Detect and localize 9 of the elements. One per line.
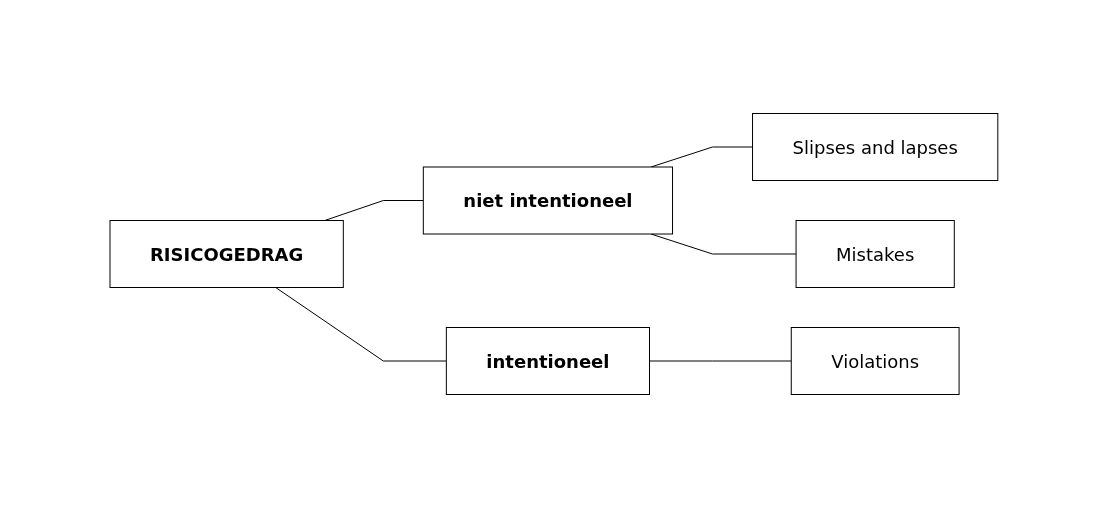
node-box: Mistakes [795, 220, 955, 288]
node-box: Slipses and lapses [752, 113, 999, 181]
node-box: niet intentioneel [422, 166, 674, 235]
node-box: RISICOGEDRAG [109, 220, 344, 288]
connector [650, 146, 754, 168]
connector [649, 360, 792, 362]
node-box: intentioneel [445, 327, 651, 395]
connector [275, 287, 447, 362]
node-box: Violations [790, 327, 960, 395]
